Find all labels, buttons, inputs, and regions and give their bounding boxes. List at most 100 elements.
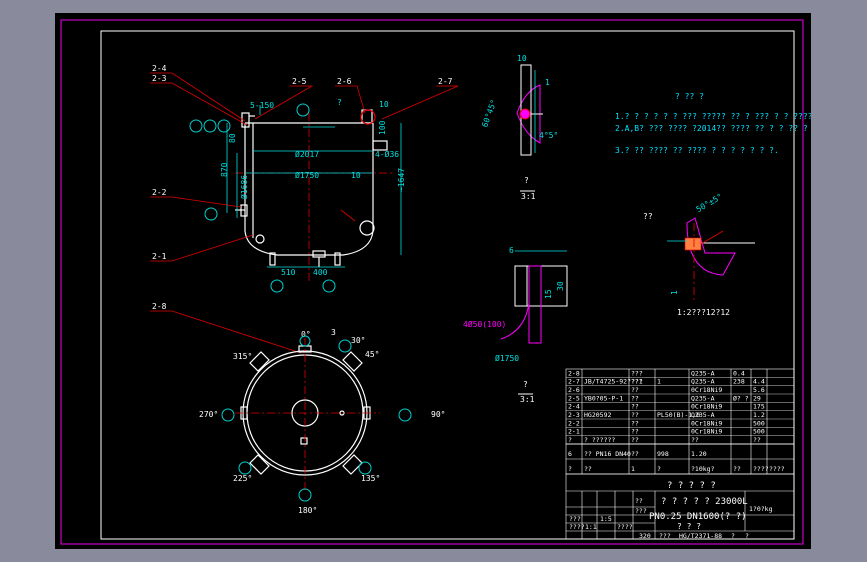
- title-block-project: ? ? ? ? ?: [667, 481, 716, 491]
- parts-list-extra-cell: ????: [753, 465, 769, 473]
- parts-list-cell: ??: [753, 436, 761, 444]
- title-block-scale-3: 1:5: [600, 515, 612, 523]
- dim-2017: Ø2017: [295, 149, 319, 159]
- parts-list-cell: Q235-A: [691, 378, 715, 386]
- title-block-footer-5: ?: [745, 532, 749, 540]
- angle-0: 0°: [301, 330, 311, 339]
- dim-870: 870: [220, 162, 229, 177]
- balloon-icon: [270, 279, 284, 293]
- parts-list-extra-cell: ?? PN16 DN40: [584, 450, 631, 458]
- detail-weld-caption: 1:2???12?12: [677, 308, 730, 317]
- plan-centerlines: [235, 338, 380, 491]
- angle-90: 90°: [431, 410, 445, 419]
- dim-10: 10: [351, 171, 361, 180]
- detail-top-dim-6045: 60°45°: [480, 98, 498, 128]
- parts-list-cell: 5.6: [753, 386, 765, 394]
- parts-list-cell: ??: [691, 436, 699, 444]
- detail-bottom-dim-6: 6: [509, 246, 514, 255]
- detail-bottom-dim-15: 15: [544, 289, 553, 299]
- title-block-scale-1: ??: [635, 497, 643, 505]
- detail-top-label: ?: [524, 176, 529, 185]
- parts-list-cell: 0Cr18Ni9: [691, 386, 722, 394]
- parts-list-cell: 2-8: [568, 369, 580, 377]
- parts-list-cell: JB/T4725-92???1: [584, 378, 643, 386]
- dim-100: 100: [378, 120, 387, 135]
- dim-400: 400: [313, 268, 328, 277]
- detail-bottom-dim-50: 4Ø50(100): [463, 319, 506, 329]
- title-block-footer-3: HG/T2371-88: [679, 532, 722, 540]
- angle-45: 45°: [365, 350, 379, 359]
- dim-1750: Ø1750: [295, 170, 319, 180]
- plan-view: [240, 345, 371, 476]
- balloon-icon: [338, 339, 352, 353]
- technical-notes: ? ?? ? 1.? ? ? ? ? ? ??? ????? ?? ? ??? …: [615, 92, 811, 155]
- parts-list-cell: ?: [568, 436, 572, 444]
- angle-270: 270°: [199, 410, 218, 419]
- parts-list-cell: ??: [631, 403, 639, 411]
- label-2-1: 2-1: [152, 252, 167, 261]
- angle-180: 180°: [298, 506, 317, 515]
- parts-list-cell: Q235-A: [691, 369, 715, 377]
- parts-list-cell: ???: [631, 378, 643, 386]
- parts-list-cell: 2-6: [568, 386, 580, 394]
- cad-viewport[interactable]: 5-150 80 870 Ø1686 Ø2017 Ø1750 10 ~1647 …: [55, 13, 811, 549]
- label-2-4: 2-4: [152, 64, 167, 73]
- parts-list-cell: ??: [631, 436, 639, 444]
- title-block-footer-4: ?: [731, 532, 735, 540]
- parts-list-cell: 0.4: [733, 369, 745, 377]
- notes-line-3: 3.? ?? ???? ?? ???? ? ? ? ? ? ? ?.: [615, 146, 779, 155]
- parts-list-cell: 1: [657, 378, 661, 386]
- elevation-dimension-text: 5-150 80 870 Ø1686 Ø2017 Ø1750 10 ~1647 …: [220, 98, 406, 277]
- detail-weld-dim-50: 50°±5°: [695, 192, 725, 214]
- parts-list-cell: ??: [631, 419, 639, 427]
- dim-80: 80: [228, 133, 237, 143]
- detail-weld-dim-1: 1: [670, 290, 679, 295]
- notes-line-1: 1.? ? ? ? ? ? ??? ????? ?? ? ??? ? ? ???…: [615, 112, 811, 121]
- balloon-icon: [299, 335, 311, 347]
- parts-list-extra-cell: 1: [631, 465, 635, 473]
- parts-list-cell: 2-2: [568, 419, 580, 427]
- balloon-icon: [189, 119, 203, 133]
- parts-list-cell: Ø? ?: [733, 394, 749, 402]
- title-block-scale-5: 1:1: [585, 523, 597, 531]
- notes-line-2: 2.A,B? ??? ???? ?2014?? ???? ?? ? ? ?? ?…: [615, 124, 811, 133]
- plan-balloons: [221, 335, 412, 502]
- parts-list-cell: 2-3: [568, 411, 580, 419]
- parts-list-extra-cell: 6: [568, 450, 572, 458]
- balloon-icon: [203, 119, 217, 133]
- balloon-icon: [322, 279, 336, 293]
- label-2-7: 2-7: [438, 77, 453, 86]
- title-block-scale-7: ????: [617, 523, 633, 531]
- dim-10b: 10: [379, 100, 389, 109]
- parts-list-cell: 1.2: [753, 411, 765, 419]
- elevation-dimensions: [226, 105, 402, 268]
- parts-list-cell: 238: [733, 378, 745, 386]
- detail-top-dim-10: 10: [517, 54, 527, 63]
- detail-bottom-label: ?: [523, 380, 528, 389]
- label-2-2: 2-2: [152, 188, 167, 197]
- title-block-footer-2: ???: [659, 532, 671, 540]
- detail-bottom-ratio: 3:1: [520, 395, 535, 404]
- balloon-icon: [204, 207, 218, 221]
- notes-title: ? ?? ?: [675, 92, 704, 101]
- detail-bottom: 6 15 30 4Ø50(100) Ø1750 ? 3:1: [463, 246, 568, 404]
- parts-list-cell: ??: [631, 411, 639, 419]
- dim-5-150: 5-150: [250, 101, 274, 110]
- label-2-8: 2-8: [152, 302, 167, 311]
- leader-lines: [150, 72, 459, 354]
- balloon-icon: [217, 119, 231, 133]
- detail-top-ratio: 3:1: [521, 192, 536, 201]
- leader-labels: 2-4 2-3 2-5 2-6 2-7 2-2 2-1 2-8: [152, 64, 453, 311]
- dim-4-36: 4-Ø36: [375, 149, 399, 159]
- parts-list-cell: Q235-A: [691, 411, 715, 419]
- parts-list-cell: 4.4: [753, 378, 765, 386]
- parts-list-extra-cell: 1.20: [691, 450, 707, 458]
- parts-list-extra-cell: 998: [657, 450, 669, 458]
- parts-list-cell: 29: [753, 394, 761, 402]
- parts-list-extra-cell: ??: [631, 450, 639, 458]
- title-block-scale-2: ???: [635, 507, 647, 515]
- label-2-3: 2-3: [152, 74, 167, 83]
- parts-list-extra-cell: ?10kg?: [691, 465, 715, 473]
- parts-list-cell: Q235-A: [691, 394, 715, 402]
